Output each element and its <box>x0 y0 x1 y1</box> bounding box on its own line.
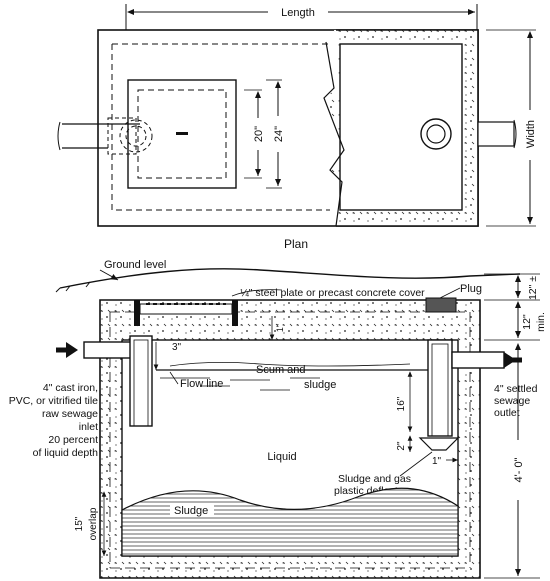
cover-handle <box>176 132 188 135</box>
top-12-label: 12" ± <box>527 276 539 300</box>
dim-2: 2" <box>396 441 407 451</box>
dim-1-top: 1" <box>275 324 285 332</box>
cover-note: ¼" steel plate or precast concrete cover <box>240 287 425 299</box>
inlet-line-1: PVC, or vitrified tile <box>9 395 98 407</box>
ground-line <box>59 268 521 289</box>
manhole-cover-inner <box>137 89 227 179</box>
cover-dimensions: 20" 24" <box>244 79 285 189</box>
flow-line-label: Flow line <box>180 378 223 390</box>
outlet-pipe <box>427 339 522 437</box>
dim-15: 15" <box>74 516 85 531</box>
inlet-line-5: of liquid depth <box>33 447 99 459</box>
access-cover <box>134 289 283 326</box>
sludge-top-label: sludge <box>304 379 336 391</box>
min-12-label: 12" <box>521 314 533 330</box>
liquid-label: Liquid <box>267 451 296 463</box>
outlet-line-1: sewage <box>494 395 530 407</box>
width-label: Width <box>525 120 537 148</box>
dim-1-low: 1" <box>432 456 442 467</box>
sludge-gas-deflector <box>418 437 460 451</box>
length-label: Length <box>281 7 315 19</box>
plug <box>425 297 457 313</box>
inlet-note: 4" cast iron, PVC, or vitrified tile raw… <box>9 382 98 459</box>
plug-label: Plug <box>460 283 482 295</box>
deflector-line-0: Sludge and gas <box>338 473 411 485</box>
sludge-bottom-label: Sludge <box>174 505 208 517</box>
inlet-line-4: 20 percent <box>48 434 98 446</box>
plan-title: Plan <box>284 237 308 251</box>
dim-3: 3" <box>172 342 182 353</box>
overlap-label: overlap <box>88 507 99 540</box>
dim-4-0-label: 4'- 0" <box>513 457 525 482</box>
break-line <box>323 41 345 227</box>
length-dimension: Length <box>125 4 478 30</box>
inlet-line-0: 4" cast iron, <box>43 382 98 394</box>
depth-dimensions: 12" ± 12" min. 4'- 0" <box>484 273 547 579</box>
plan-inlet-pipe <box>57 117 153 155</box>
plan-outlet-pipe <box>420 118 517 150</box>
manhole-cover-outer <box>127 79 237 189</box>
outlet-line-2: outlet <box>494 407 520 419</box>
dim-20-label: 20" <box>253 126 265 142</box>
dim-16: 16" <box>396 396 407 411</box>
dim-24-label: 24" <box>273 126 285 142</box>
plan-view: Length 20" 24" <box>57 4 537 251</box>
inlet-pipe <box>56 335 153 427</box>
width-dimension: Width <box>486 29 537 227</box>
outlet-line-0: 4" settled <box>494 383 538 395</box>
inlet-line-2: raw sewage <box>42 408 98 420</box>
min-label: min. <box>535 312 547 332</box>
section-view: Ground level ¼" steel plate or <box>9 259 547 579</box>
scum-and-label: Scum and <box>256 364 306 376</box>
inlet-line-3: inlet <box>79 421 98 433</box>
ground-level-label: Ground level <box>104 259 166 271</box>
